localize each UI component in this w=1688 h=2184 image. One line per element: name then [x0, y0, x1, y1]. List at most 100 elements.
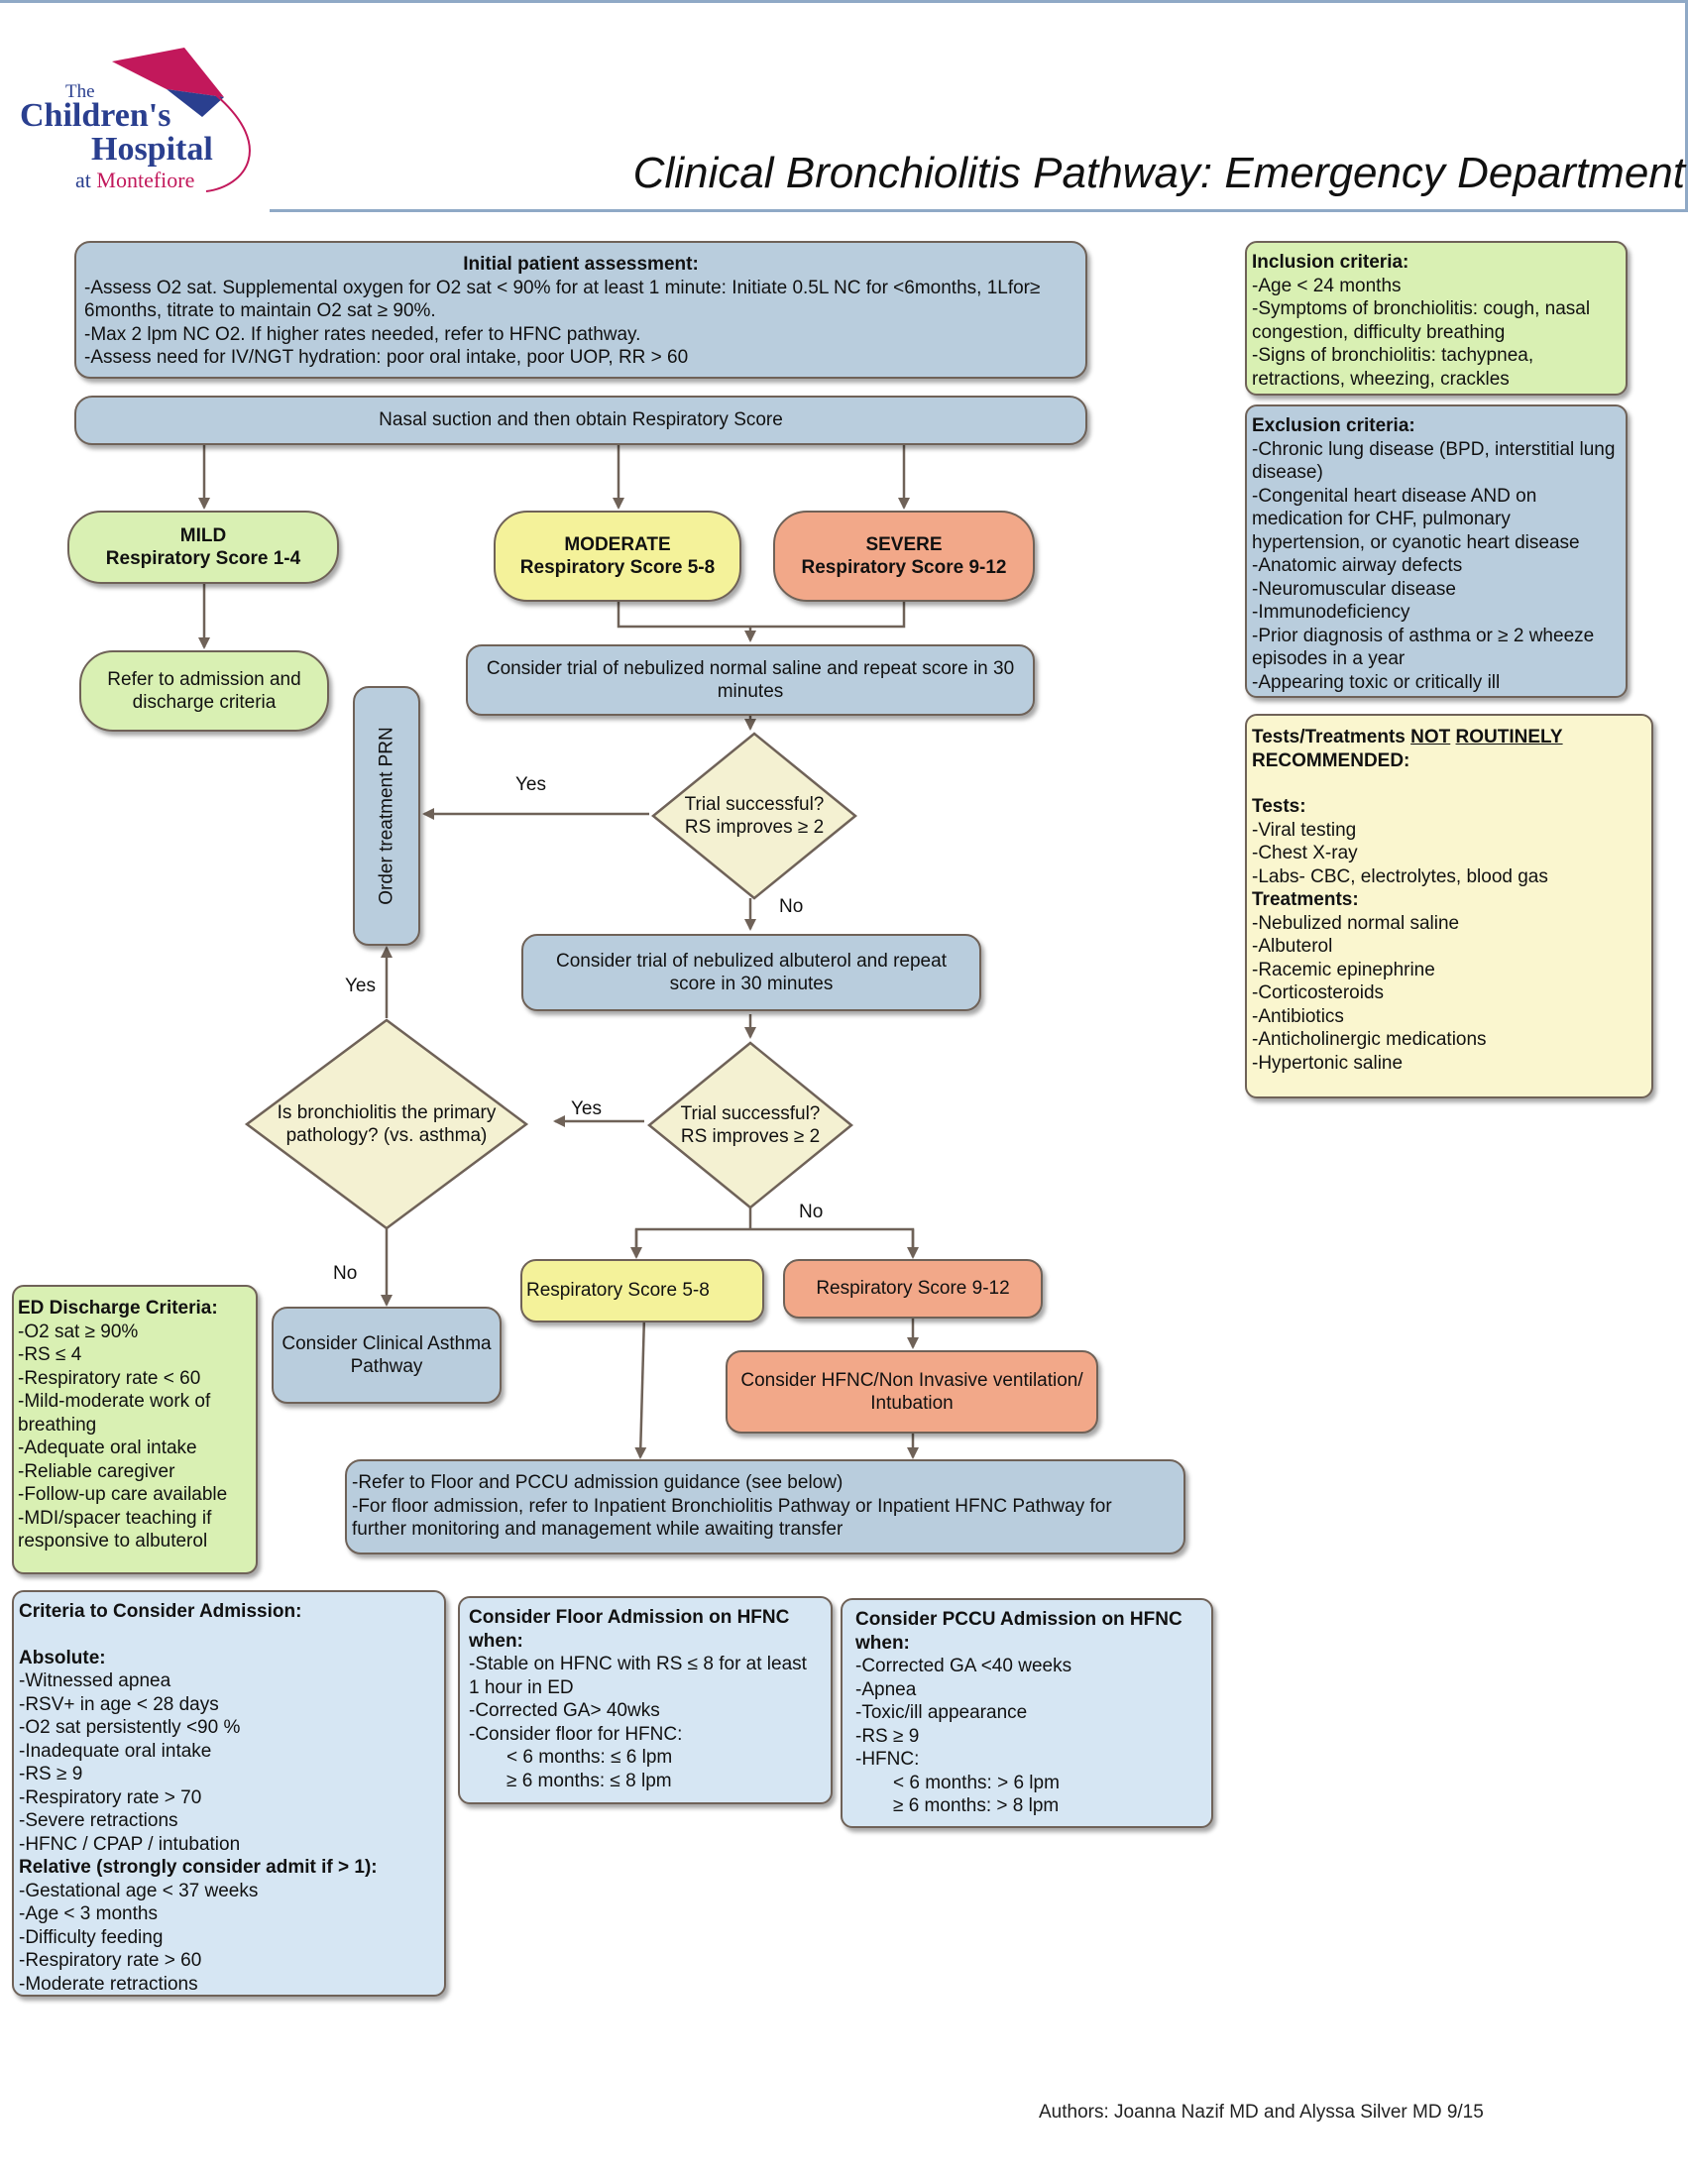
- inclusion-line-3: congestion, difficulty breathing: [1252, 321, 1506, 343]
- floor-line-1: -Stable on HFNC with RS ≤ 8 for at least: [469, 1654, 807, 1674]
- absolute-item-3: -O2 sat persistently <90 %: [19, 1717, 241, 1738]
- pccu-sub-2: ≥ 6 months: > 8 lpm: [893, 1795, 1060, 1816]
- tests-label: Tests:: [1252, 796, 1306, 817]
- mild-score: Respiratory Score 1-4: [105, 548, 301, 569]
- asthma-pathway-text: Consider Clinical Asthma Pathway: [281, 1332, 492, 1378]
- pccu-sub-1: < 6 months: > 6 lpm: [893, 1772, 1060, 1793]
- exclusion-line-1: -Chronic lung disease (BPD, interstitial…: [1252, 438, 1616, 460]
- absolute-item-8: -HFNC / CPAP / intubation: [19, 1833, 241, 1855]
- floor-line-4: -Consider floor for HFNC:: [469, 1723, 683, 1745]
- logo-line2: Children's: [20, 97, 171, 134]
- admission-title: Criteria to Consider Admission:: [19, 1601, 302, 1622]
- pccu-line-2: -Apnea: [855, 1678, 917, 1700]
- hfnc-box: Consider HFNC/Non Invasive ventilation/ …: [726, 1350, 1098, 1434]
- trial1-text: Trial successful? RS improves ≥ 2: [665, 788, 844, 844]
- treatments-item-3: -Racemic epinephrine: [1252, 959, 1435, 980]
- hfnc-text: Consider HFNC/Non Invasive ventilation/ …: [740, 1369, 1083, 1415]
- yes-label-1: Yes: [515, 774, 546, 795]
- page-title: Clinical Bronchiolitis Pathway: Emergenc…: [632, 149, 1685, 197]
- discharge-line-8: -Follow-up care available: [18, 1484, 228, 1505]
- relative-item-5: -Moderate retractions: [19, 1973, 198, 1995]
- absolute-item-2: -RSV+ in age < 28 days: [19, 1693, 219, 1715]
- tests-title-recommended: RECOMMENDED:: [1252, 749, 1410, 771]
- saline-trial-box: Consider trial of nebulized normal salin…: [466, 644, 1035, 716]
- no-label-1: No: [779, 896, 804, 917]
- treatments-item-4: -Corticosteroids: [1252, 982, 1385, 1003]
- treatments-item-1: -Nebulized normal saline: [1252, 912, 1460, 934]
- pccu-line-3: -Toxic/ill appearance: [855, 1702, 1028, 1723]
- tests-item-3: -Labs- CBC, electrolytes, blood gas: [1252, 865, 1548, 887]
- tests-item-1: -Viral testing: [1252, 819, 1357, 841]
- inclusion-line-2: -Symptoms of bronchiolitis: cough, nasal: [1252, 298, 1591, 319]
- primary-diamond: [244, 1018, 529, 1230]
- trial2-q1: Trial successful?: [680, 1103, 821, 1124]
- page-border-top: [0, 0, 1688, 3]
- no-label-2: No: [799, 1202, 824, 1222]
- saline-trial-text: Consider trial of nebulized normal salin…: [486, 657, 1015, 703]
- floor-title-2: when:: [469, 1630, 523, 1652]
- absolute-item-6: -Respiratory rate > 70: [19, 1786, 202, 1808]
- absolute-label: Absolute:: [19, 1647, 106, 1668]
- exclusion-line-11: -Appearing toxic or critically ill: [1252, 671, 1501, 693]
- exclusion-line-4: medication for CHF, pulmonary: [1252, 509, 1511, 529]
- logo-line4: at Montefiore: [75, 168, 194, 193]
- refer-admission-box: Refer to admission and discharge criteri…: [79, 650, 329, 732]
- floor-admission-box: Consider Floor Admission on HFNC when: -…: [458, 1596, 833, 1804]
- mild-title: MILD: [179, 524, 227, 546]
- primary-text: Is bronchiolitis the primary pathology? …: [277, 1102, 497, 1146]
- floor-line-2: 1 hour in ED: [469, 1676, 574, 1698]
- floor-sub-2: ≥ 6 months: ≤ 8 lpm: [506, 1770, 672, 1791]
- moderate-title: MODERATE: [564, 533, 671, 555]
- logo-at: at: [75, 168, 91, 192]
- initial-line-2: 6months, titrate to maintain O2 sat ≥ 90…: [84, 300, 436, 321]
- pccu-line-1: -Corrected GA <40 weeks: [855, 1656, 1072, 1676]
- relative-item-2: -Age < 3 months: [19, 1903, 158, 1924]
- exclusion-line-8: -Immunodeficiency: [1252, 602, 1410, 623]
- moderate-score: Respiratory Score 5-8: [519, 557, 716, 578]
- tests-title-not: NOT: [1410, 727, 1451, 747]
- authors-credit: Authors: Joanna Nazif MD and Alyssa Silv…: [1039, 2102, 1484, 2123]
- trial2-q2: RS improves ≥ 2: [680, 1126, 821, 1147]
- relative-label: Relative (strongly consider admit if > 1…: [19, 1857, 378, 1878]
- trial2-text: Trial successful? RS improves ≥ 2: [661, 1097, 840, 1153]
- nasal-suction-box: Nasal suction and then obtain Respirator…: [74, 396, 1087, 445]
- discharge-line-4: -Mild-moderate work of: [18, 1391, 211, 1412]
- albuterol-trial-box: Consider trial of nebulized albuterol an…: [521, 934, 981, 1011]
- inclusion-line-4: -Signs of bronchiolitis: tachypnea,: [1252, 345, 1534, 366]
- exclusion-line-3: -Congenital heart disease AND on: [1252, 485, 1537, 507]
- moderate-box: MODERATE Respiratory Score 5-8: [494, 511, 741, 602]
- nasal-suction-text: Nasal suction and then obtain Respirator…: [379, 409, 783, 431]
- absolute-item-4: -Inadequate oral intake: [19, 1740, 212, 1762]
- refer-floor-line-3: further monitoring and management while …: [352, 1519, 844, 1540]
- kite-icon: [112, 48, 251, 192]
- severe-box: SEVERE Respiratory Score 9-12: [773, 511, 1035, 602]
- exclusion-line-10: episodes in a year: [1252, 648, 1406, 669]
- initial-line-1: -Assess O2 sat. Supplemental oxygen for …: [84, 277, 1041, 298]
- rs912-box: Respiratory Score 9-12: [783, 1259, 1043, 1319]
- exclusion-line-7: -Neuromuscular disease: [1252, 578, 1456, 600]
- yes-label-3: Yes: [345, 976, 376, 996]
- pccu-title-1: Consider PCCU Admission on HFNC: [855, 1609, 1182, 1630]
- rs58-text: Respiratory Score 5-8: [526, 1280, 710, 1302]
- pccu-title-2: when:: [855, 1632, 910, 1654]
- treatments-item-7: -Hypertonic saline: [1252, 1052, 1404, 1074]
- exclusion-line-6: -Anatomic airway defects: [1252, 555, 1463, 576]
- logo-line1: The: [65, 81, 95, 102]
- pccu-admission-box: Consider PCCU Admission on HFNC when: -C…: [841, 1598, 1213, 1828]
- trial1-q1: Trial successful?: [684, 794, 825, 815]
- title-underline: [270, 209, 1688, 212]
- exclusion-box: Exclusion criteria: -Chronic lung diseas…: [1245, 404, 1628, 698]
- exclusion-line-2: disease): [1252, 462, 1323, 483]
- logo-montefiore: Montefiore: [96, 168, 195, 192]
- page-border-right: [1685, 0, 1688, 212]
- hospital-logo: The Children's Hospital at Montefiore: [18, 38, 276, 196]
- tests-title-line: Tests/Treatments NOT ROUTINELY: [1252, 726, 1647, 749]
- mild-box: MILD Respiratory Score 1-4: [67, 511, 339, 584]
- no-label-3: No: [333, 1263, 358, 1284]
- severe-title: SEVERE: [865, 533, 943, 555]
- discharge-line-7: -Reliable caregiver: [18, 1460, 175, 1482]
- trial1-q2: RS improves ≥ 2: [684, 817, 825, 838]
- relative-item-3: -Difficulty feeding: [19, 1926, 164, 1948]
- absolute-item-7: -Severe retractions: [19, 1810, 178, 1831]
- discharge-line-10: responsive to albuterol: [18, 1531, 208, 1552]
